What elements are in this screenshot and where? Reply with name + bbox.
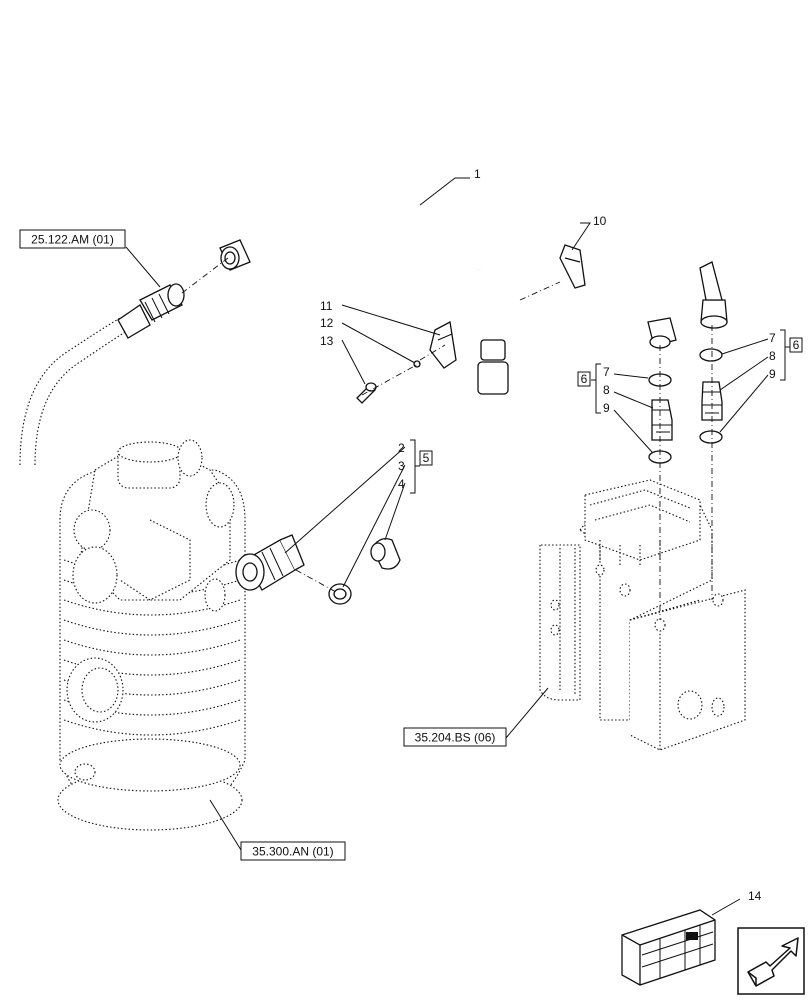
valve-block: [539, 479, 746, 751]
item-label-13: 13: [320, 334, 334, 348]
svg-text:25.122.AM (01): 25.122.AM (01): [31, 233, 114, 247]
item-label-8-left: 8: [603, 383, 610, 397]
item-label-7-right: 7: [769, 331, 776, 345]
assembly-centerlines: [181, 257, 713, 620]
engine-hose: [19, 317, 126, 466]
item-label-2: 2: [398, 441, 405, 455]
item-label-3: 3: [398, 459, 405, 473]
svg-text:5: 5: [423, 451, 430, 465]
main-tube: [219, 172, 728, 605]
group-label-6-left: 6: [577, 371, 591, 387]
group-label-6-right: 6: [789, 337, 803, 353]
item-label-1: 1: [474, 167, 481, 181]
filter-housing: [57, 439, 246, 831]
fittings: [648, 348, 723, 464]
item-label-14: 14: [748, 889, 762, 903]
item-label-7-left: 7: [603, 365, 610, 379]
reference-filter[interactable]: 35.300.AN (01): [240, 841, 346, 861]
svg-text:6: 6: [581, 372, 588, 386]
svg-text:35.204.BS (06): 35.204.BS (06): [415, 731, 496, 745]
connector-parts: [235, 534, 401, 591]
item-label-9-right: 9: [769, 367, 776, 381]
item-label-10: 10: [593, 214, 607, 228]
crate-icon: [621, 909, 716, 986]
item-label-9-left: 9: [603, 401, 610, 415]
reference-engine[interactable]: 25.122.AM (01): [19, 229, 126, 249]
item-label-11: 11: [320, 299, 333, 313]
leader-lines: [125, 177, 769, 916]
group-brackets: [410, 329, 790, 494]
item-label-12: 12: [320, 316, 334, 330]
engine-connector: [117, 283, 185, 339]
svg-text:6: 6: [793, 338, 800, 352]
item-label-8-right: 8: [769, 349, 776, 363]
next-page-arrow-icon[interactable]: [737, 927, 805, 995]
reference-valve[interactable]: 35.204.BS (06): [403, 727, 507, 747]
item-label-4: 4: [398, 477, 405, 491]
svg-text:35.300.AN (01): 35.300.AN (01): [252, 845, 333, 859]
group-label-5: 5: [419, 450, 433, 466]
